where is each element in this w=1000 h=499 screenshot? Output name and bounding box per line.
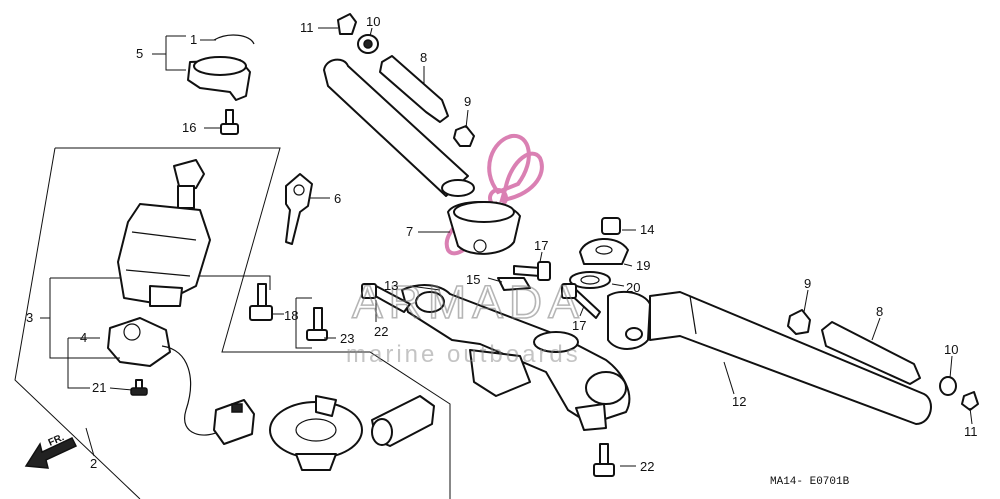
ignition-switch-part xyxy=(117,159,211,307)
end-cap-10-right-part xyxy=(939,376,957,396)
handlebar-weight-8-top-part xyxy=(379,55,449,123)
end-cap-10-top-part xyxy=(357,34,379,54)
left-handlebar-pipe-part xyxy=(323,58,475,197)
clip-11-top-part xyxy=(337,13,357,35)
callout-17-upper: 17 xyxy=(534,238,548,253)
callout-20: 20 xyxy=(626,280,640,295)
nut-9-top-part xyxy=(453,125,475,147)
callout-10-top: 10 xyxy=(366,14,380,29)
callout-19: 19 xyxy=(636,258,650,273)
callout-11-top: 11 xyxy=(300,20,314,35)
handlebar-weight-8-right-part xyxy=(821,321,921,385)
bolt-22-lower-part xyxy=(593,443,615,477)
callout-6: 6 xyxy=(334,191,341,206)
callout-22-lower: 22 xyxy=(640,459,654,474)
bolt-17-upper-part xyxy=(513,261,551,281)
callout-4: 4 xyxy=(80,330,87,345)
right-handlebar-pipe-12-part xyxy=(649,291,932,425)
callout-13: 13 xyxy=(384,278,398,293)
callout-9-right: 9 xyxy=(804,276,811,291)
bolt-17-lower-part xyxy=(561,283,601,319)
callout-10-right: 10 xyxy=(944,342,958,357)
callout-9-top: 9 xyxy=(464,94,471,109)
washer-20-part xyxy=(569,271,611,289)
ignition-set-outline xyxy=(14,147,451,499)
right-handlebar-clamp-part xyxy=(607,290,651,350)
lock-cylinder-part xyxy=(371,395,435,447)
cap-14-part xyxy=(601,217,621,235)
ignition-cover-part xyxy=(187,56,251,101)
callout-22-upper: 22 xyxy=(374,324,388,339)
callout-7: 7 xyxy=(406,224,413,239)
callout-5: 5 xyxy=(136,46,143,61)
callout-16: 16 xyxy=(182,120,196,135)
callout-1: 1 xyxy=(190,32,197,47)
front-direction-arrow-icon xyxy=(24,437,78,469)
callout-8-top: 8 xyxy=(420,50,427,65)
fork-holder-part xyxy=(469,349,607,431)
callout-12: 12 xyxy=(732,394,746,409)
callout-14: 14 xyxy=(640,222,654,237)
callout-18: 18 xyxy=(284,308,298,323)
lock-plate-part xyxy=(269,395,363,471)
nut-9-right-part xyxy=(787,309,811,335)
callout-8-right: 8 xyxy=(876,304,883,319)
watermark-tagline: marine outboards xyxy=(346,341,581,368)
callout-15: 15 xyxy=(466,272,480,287)
clip-11-right-part xyxy=(961,391,979,411)
watermark-brand: ARMADA xyxy=(352,276,585,328)
leader-lines xyxy=(40,27,973,467)
callouts: 1 2 3 4 5 6 7 8 8 9 9 10 10 11 11 12 13 … xyxy=(26,14,978,474)
bolt-22-upper-part xyxy=(361,283,411,313)
key-part xyxy=(285,173,313,245)
drawing-code: MA14- E0701B xyxy=(770,476,850,488)
screw-16-part xyxy=(220,109,239,135)
callout-2: 2 xyxy=(90,456,97,471)
rubber-mount-19-part xyxy=(579,237,629,265)
callout-23: 23 xyxy=(340,331,354,346)
snap-ring-part xyxy=(213,34,255,45)
switch-body-part xyxy=(107,317,223,436)
bracket-15-part xyxy=(497,277,531,291)
bolt-18-part xyxy=(249,283,273,321)
connector-part xyxy=(213,399,255,445)
callout-3: 3 xyxy=(26,310,33,325)
handlebar-clamp-7-part xyxy=(447,201,521,255)
callout-11-right: 11 xyxy=(964,424,978,439)
screw-21-part xyxy=(130,379,148,396)
bolt-23-part xyxy=(306,307,328,341)
callout-17-lower: 17 xyxy=(572,318,586,333)
callout-21: 21 xyxy=(92,380,106,395)
